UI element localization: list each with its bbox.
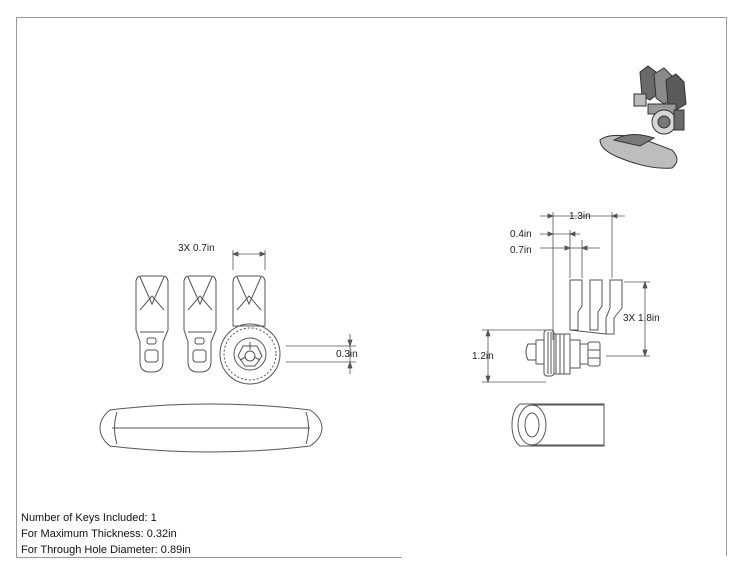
key-top-view (99, 403, 323, 453)
dim-cam-step-label: 0.7in (510, 245, 532, 256)
note-keys-included: Number of Keys Included: 1 (21, 512, 157, 524)
cam-front-3 (232, 275, 266, 327)
sheet-border (16, 17, 727, 558)
note-max-thickness: For Maximum Thickness: 0.32in (21, 528, 177, 540)
cam-front-2 (183, 275, 217, 373)
dim-cam-thickness-label: 0.4in (510, 229, 532, 240)
front-view-cams (135, 275, 281, 385)
side-view (511, 279, 623, 447)
cam-front-1 (135, 275, 169, 373)
dimension-cam-height: 3X 1.8in (606, 280, 660, 358)
dim-cam-length-label: 1.3in (569, 211, 591, 222)
dimension-cam-length: 1.3in (540, 211, 625, 340)
dim-cam-offset-label: 0.3in (336, 349, 358, 360)
lock-body-front (219, 323, 281, 385)
isometric-render (599, 65, 687, 169)
dimension-key-width: 3X 0.7in (178, 243, 267, 270)
iso-cam-assembly (633, 65, 687, 135)
dimension-body-height: 1.2in (472, 328, 546, 384)
iso-key (599, 134, 678, 169)
dimension-cam-offset: 0.3in (286, 334, 358, 374)
border-gap (402, 556, 728, 560)
cam-side-fingers (569, 279, 623, 335)
dimension-cam-step: 0.7in (510, 240, 600, 278)
key-side-view (511, 403, 605, 447)
body-side (525, 329, 601, 377)
dim-body-height-label: 1.2in (472, 351, 494, 362)
dimension-cam-thickness: 0.4in (510, 229, 580, 278)
note-through-hole: For Through Hole Diameter: 0.89in (21, 544, 191, 556)
notes-block: Number of Keys Included: 1 For Maximum T… (21, 510, 191, 558)
dim-cam-height-label: 3X 1.8in (623, 313, 660, 324)
dim-key-width-label: 3X 0.7in (178, 243, 215, 254)
